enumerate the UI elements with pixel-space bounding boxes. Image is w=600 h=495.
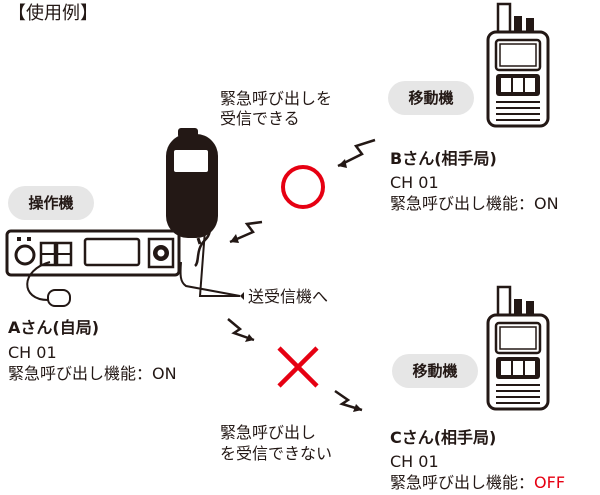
can-receive-line2: 受信できる	[220, 109, 300, 128]
hand-microphone-icon	[166, 128, 218, 245]
operator-channel: CH 01	[8, 343, 57, 362]
operator-name: Aさん(自局)	[8, 318, 100, 337]
mobile-c-emergency-label: 緊急呼び出し機能：	[390, 473, 535, 492]
operator-emergency: 緊急呼び出し機能：ON	[8, 364, 177, 384]
cross-ng-mark	[277, 346, 319, 388]
mobile-c-badge: 移動機	[392, 354, 478, 388]
cannot-receive-line1: 緊急呼び出し	[220, 423, 317, 442]
mobile-b-emergency-value: ON	[534, 194, 559, 213]
mobile-b-emergency-label: 緊急呼び出し機能：	[390, 194, 535, 213]
operator-emergency-label: 緊急呼び出し機能：	[8, 364, 153, 383]
page-title: 【使用例】	[8, 3, 98, 24]
mobile-b-badge: 移動機	[388, 81, 474, 115]
to-transceiver-label: 送受信機へ	[248, 287, 329, 306]
mobile-b-channel: CH 01	[390, 173, 439, 192]
operator-badge: 操作機	[8, 186, 94, 220]
handheld-radio-icon	[486, 2, 550, 128]
operator-emergency-value: ON	[152, 364, 177, 383]
handheld-radio-icon	[486, 285, 550, 411]
mobile-c-emergency: 緊急呼び出し機能：OFF	[390, 473, 565, 493]
mobile-c-emergency-value: OFF	[534, 473, 566, 492]
mobile-c-name: Cさん(相手局)	[390, 428, 497, 447]
can-receive-line1: 緊急呼び出しを	[220, 89, 333, 108]
cannot-receive-line2: を受信できない	[220, 444, 333, 463]
mobile-b-emergency: 緊急呼び出し機能：ON	[390, 194, 559, 214]
circle-ok-mark	[281, 165, 325, 209]
mobile-c-channel: CH 01	[390, 452, 439, 471]
mobile-base-radio-icon	[5, 229, 181, 277]
mobile-b-name: Bさん(相手局)	[390, 149, 497, 168]
